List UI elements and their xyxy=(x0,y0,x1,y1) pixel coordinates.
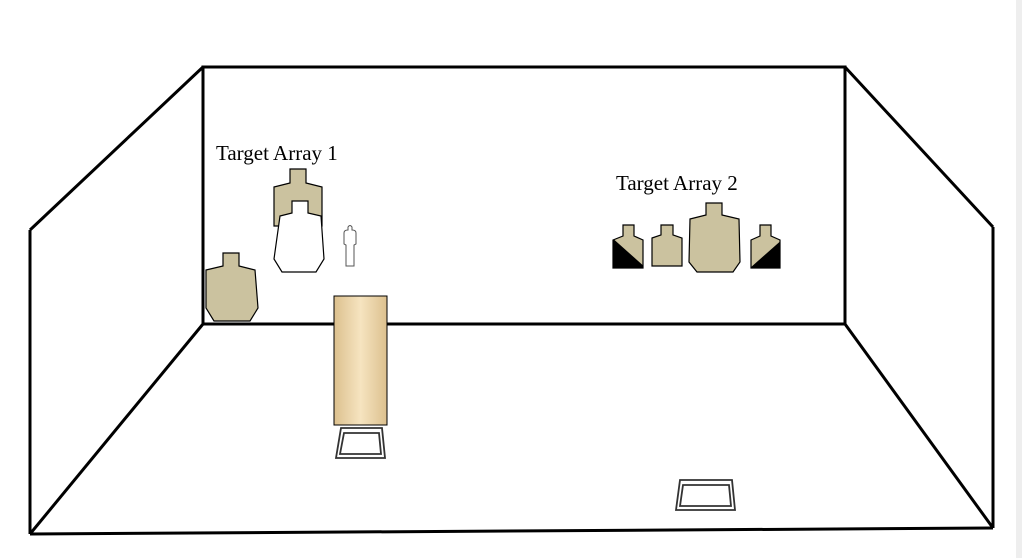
half-black-target-icon xyxy=(750,224,781,269)
silhouette-target-icon xyxy=(651,224,683,267)
front-floor-edge xyxy=(29,526,994,536)
target-array-1-label: Target Array 1 xyxy=(216,141,338,165)
right-wall-top-edge xyxy=(843,65,995,229)
shooting-box-icon xyxy=(334,427,386,459)
page-edge-strip xyxy=(1016,0,1022,558)
shooter-figure-icon xyxy=(343,225,357,267)
room-outline xyxy=(28,65,995,536)
wooden-barricade xyxy=(333,295,388,426)
left-floor-edge xyxy=(28,323,205,535)
silhouette-target-icon xyxy=(688,202,741,273)
silhouette-target-icon xyxy=(205,252,259,322)
target-array-2 xyxy=(612,202,781,273)
left-wall-top-edge xyxy=(28,65,205,232)
shooting-box-icon xyxy=(674,479,736,511)
half-black-target-icon xyxy=(612,224,644,269)
right-floor-edge xyxy=(843,323,995,529)
target-array-2-label: Target Array 2 xyxy=(616,171,738,195)
white-silhouette-target-icon xyxy=(273,200,325,273)
target-array-1 xyxy=(205,168,357,322)
